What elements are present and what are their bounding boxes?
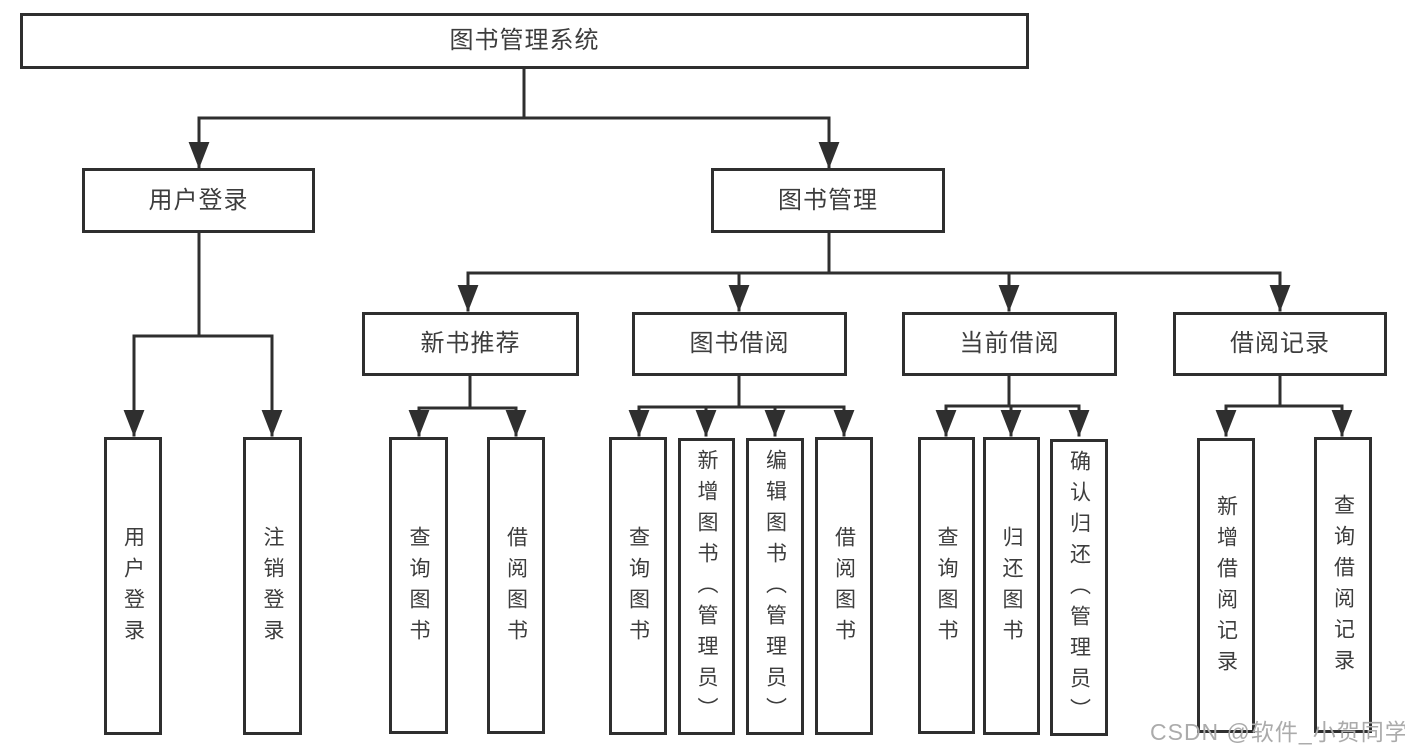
node-borrowing-records: 借阅记录 [1173, 312, 1387, 376]
node-user-login: 用户登录 [82, 168, 315, 233]
node-new-book-recommend: 新书推荐 [362, 312, 579, 376]
node-book-management: 图书管理 [711, 168, 945, 233]
leaf-records-add-borrow-record: 新增借阅记录 [1197, 438, 1255, 733]
leaf-recommend-query-books: 查询图书 [389, 437, 448, 734]
leaf-current-query-books: 查询图书 [918, 437, 975, 734]
leaf-recommend-borrow-books: 借阅图书 [487, 437, 545, 734]
leaf-current-return-books: 归还图书 [983, 437, 1040, 735]
leaf-logout: 注销登录 [243, 437, 302, 735]
node-current-borrowing: 当前借阅 [902, 312, 1117, 376]
leaf-borrowing-edit-books-admin: 编辑图书（管理员） [746, 438, 804, 735]
leaf-user-login: 用户登录 [104, 437, 162, 735]
node-book-borrowing: 图书借阅 [632, 312, 847, 376]
csdn-watermark: CSDN @软件_小贺同学 [1150, 719, 1405, 745]
leaf-current-confirm-return-admin: 确认归还（管理员） [1050, 439, 1108, 736]
leaf-records-query-borrow-record: 查询借阅记录 [1314, 437, 1372, 733]
leaf-borrowing-add-books-admin: 新增图书（管理员） [678, 438, 735, 735]
leaf-borrowing-query-books: 查询图书 [609, 437, 667, 735]
leaf-borrowing-borrow-books: 借阅图书 [815, 437, 873, 735]
node-library-management-system: 图书管理系统 [20, 13, 1029, 69]
